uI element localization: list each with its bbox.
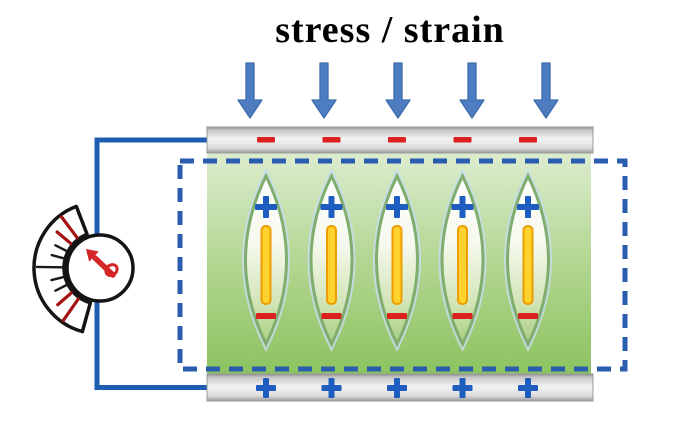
meter-tick <box>54 244 68 252</box>
positive-charge-icon <box>256 378 276 398</box>
negative-charge-icon <box>322 137 341 143</box>
grain-negative-charge-icon <box>321 313 342 319</box>
negative-charge-icon <box>388 137 406 143</box>
diagram-title: stress / strain <box>275 9 505 51</box>
meter <box>32 204 135 334</box>
piezo-rod <box>326 225 337 305</box>
grain-negative-charge-icon <box>518 313 538 319</box>
positive-charge-icon <box>387 378 407 398</box>
piezo-grain <box>438 168 487 352</box>
grain-negative-charge-icon <box>256 313 276 319</box>
piezo-grain <box>307 168 356 352</box>
bottom-electrode-charges-group <box>256 378 538 398</box>
stress-arrows-group <box>237 62 559 119</box>
meter-tick <box>59 215 79 240</box>
piezo-grains-group <box>242 168 552 352</box>
piezo-grain <box>504 168 552 352</box>
dashed-outline <box>177 158 628 372</box>
piezo-grain <box>242 168 290 352</box>
stress-arrow-down-icon <box>533 62 559 119</box>
stress-arrow-down-icon <box>311 62 337 119</box>
meter-tick <box>55 230 73 246</box>
grain-positive-charge-icon <box>517 196 539 218</box>
meter-tick <box>56 291 73 307</box>
negative-charge-icon <box>257 137 275 143</box>
piezo-rod <box>260 225 272 305</box>
grain-negative-charge-icon <box>452 313 473 319</box>
negative-charge-icon <box>453 137 472 143</box>
negative-charge-icon <box>519 137 537 143</box>
grain-positive-charge-icon <box>451 196 474 218</box>
positive-charge-icon <box>518 378 538 398</box>
meter-tick <box>50 275 65 282</box>
positive-charge-icon <box>452 378 473 398</box>
piezo-rod <box>522 225 534 305</box>
piezo-rod <box>391 225 403 305</box>
grain-positive-charge-icon <box>320 196 343 218</box>
positive-charge-icon <box>321 378 342 398</box>
meter-needle-icon <box>86 249 119 278</box>
stress-arrow-down-icon <box>237 62 263 119</box>
grain-positive-charge-icon <box>255 196 277 218</box>
meter-tick <box>61 297 80 323</box>
stress-arrow-down-icon <box>385 62 411 119</box>
meter-body-circle <box>65 233 135 303</box>
meter-tick <box>54 284 68 292</box>
stress-arrow-down-icon <box>459 62 485 119</box>
meter-tick <box>50 253 65 260</box>
grain-positive-charge-icon <box>386 196 408 218</box>
piezo-rod <box>457 225 468 305</box>
top-electrode-charges-group <box>257 137 537 143</box>
meter-ticks-group <box>35 215 80 323</box>
piezo-grain <box>373 168 421 352</box>
grain-negative-charge-icon <box>387 313 407 319</box>
